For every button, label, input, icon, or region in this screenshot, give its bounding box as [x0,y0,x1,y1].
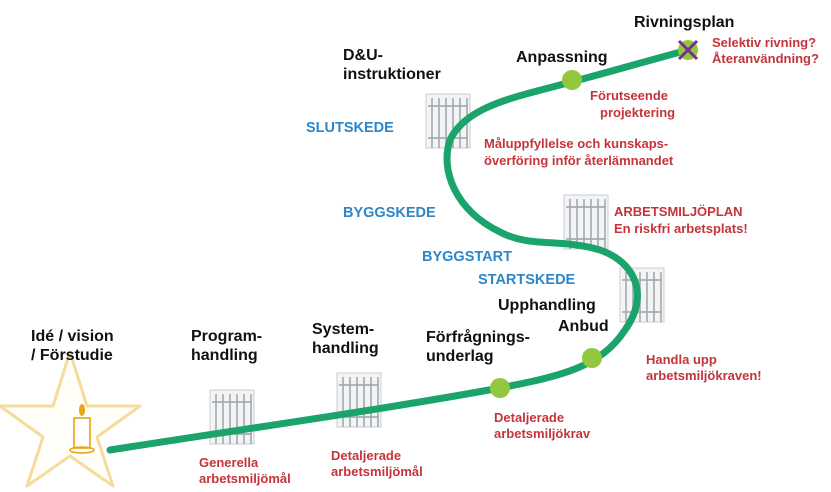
milestone-dot [562,70,582,90]
milestone-dot [582,348,602,368]
phase-du-instruktioner: D&U-instruktioner [343,47,441,84]
process-path [106,46,692,454]
note-selektiv-rivning: Selektiv rivning?Återanvändning? [712,35,819,66]
stage-byggskede: BYGGSKEDE [343,205,436,221]
phase-forfragningsunderlag: Förfrågnings-underlag [426,329,530,366]
phase-ide-vision: Idé / vision/ Förstudie [31,328,114,365]
phase-rivningsplan: Rivningsplan [634,14,735,31]
stage-startskede: STARTSKEDE [478,272,576,288]
phase-anpassning: Anpassning [516,49,608,66]
x-cross-icon [677,39,699,61]
milestone-dot [490,378,510,398]
phase-systemhandling: System-handling [312,321,379,358]
note-maluppfyllelse: Måluppfyllelse och kunskaps-överföring i… [484,136,674,168]
stage-slutskede: SLUTSKEDE [306,120,394,136]
gate-fence-icon [619,267,665,323]
candle-in-star-icon [0,350,142,488]
gate-fence-icon [563,194,609,250]
phase-programhandling: Program-handling [191,328,263,365]
stage-byggstart: BYGGSTART [422,249,512,265]
gate-fence-icon [336,372,382,428]
